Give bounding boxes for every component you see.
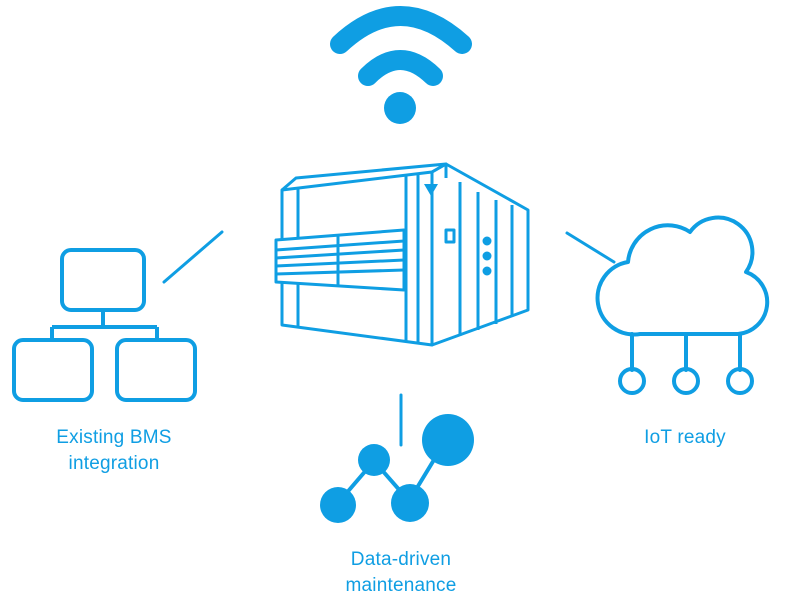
iot-label: IoT ready: [590, 425, 780, 451]
wifi-icon: [330, 6, 472, 124]
maintenance-label: Data-driven maintenance: [301, 547, 501, 599]
data-graph-icon: [320, 414, 474, 523]
network-hierarchy-icon: [12, 248, 197, 402]
connector-iot: [565, 231, 616, 264]
bms-label-line2: integration: [68, 453, 160, 474]
cloud-network-icon: [595, 215, 770, 395]
maintenance-label-line1: Data-driven: [350, 549, 452, 570]
connector-lines: [162, 230, 616, 447]
maintenance-label-line2: maintenance: [345, 575, 457, 596]
bms-label: Existing BMS integration: [14, 425, 214, 477]
connector-bms: [162, 230, 224, 284]
iot-label-text: IoT ready: [644, 427, 726, 448]
air-handling-unit-icon: [274, 162, 530, 347]
bms-label-line1: Existing BMS: [56, 427, 172, 448]
